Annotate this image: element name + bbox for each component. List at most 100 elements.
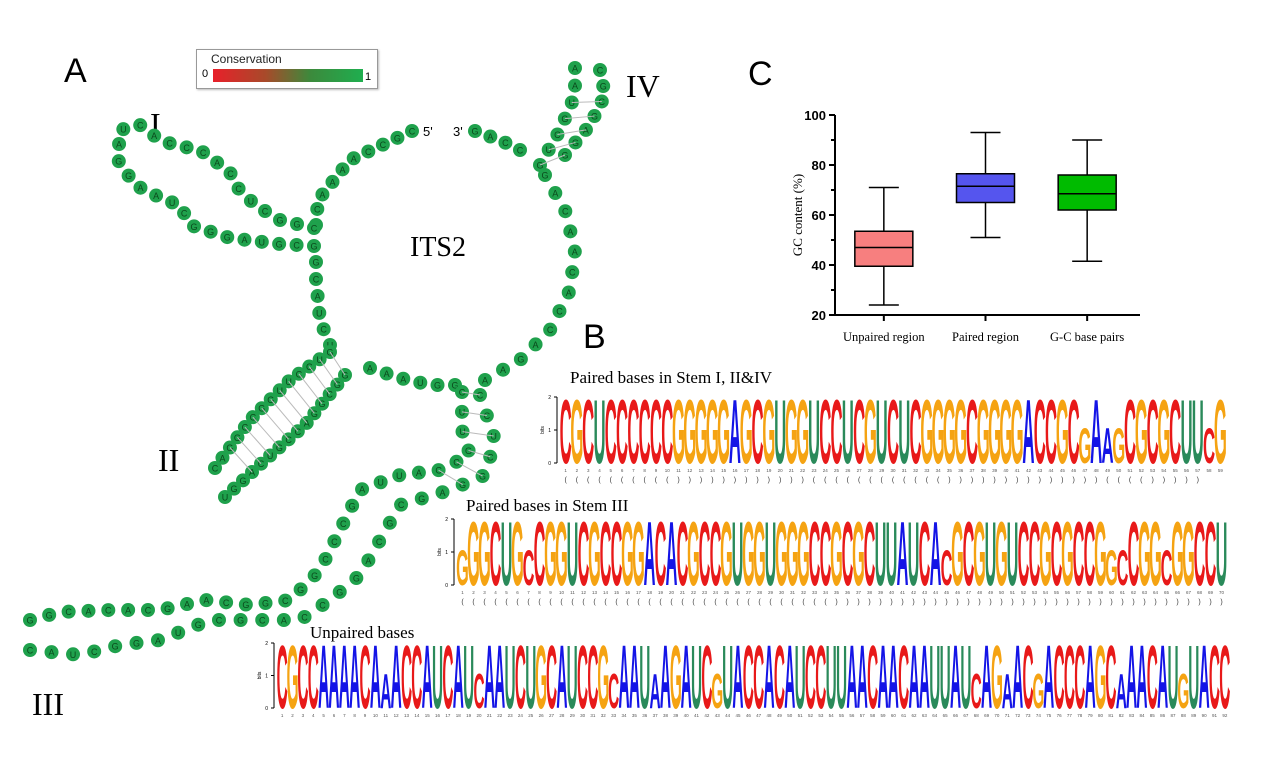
logo-letter: C: [360, 627, 371, 727]
logo-bracket: (: [670, 599, 673, 606]
nucleotide-circle: [307, 568, 322, 583]
logo-position: 51: [1010, 590, 1016, 595]
logo-letter: U: [765, 503, 777, 605]
logo-letter: C: [546, 627, 557, 727]
logo-letter: G: [785, 381, 798, 483]
logo-letter: C: [699, 503, 711, 605]
logo-position: 86: [1160, 713, 1166, 718]
nucleotide-letter: G: [349, 501, 356, 511]
logo-bracket: (: [593, 599, 596, 606]
nucleotide-letter: A: [487, 132, 493, 142]
nucleotide: C: [361, 144, 376, 159]
logo-position: 18: [755, 468, 761, 473]
logo-position: 13: [404, 713, 410, 718]
logo-letter: G: [717, 381, 730, 483]
logo-position: 28: [757, 590, 763, 595]
nucleotide-letter: C: [166, 139, 173, 149]
nucleotide-letter: A: [49, 648, 55, 658]
logo-position: 21: [487, 713, 493, 718]
logo-letter: C: [864, 503, 876, 605]
logo-letter: C: [1064, 627, 1075, 727]
logo-bracket: ): [868, 599, 870, 606]
nucleotide: G: [307, 239, 321, 253]
nucleotide: C: [140, 603, 155, 617]
nucleotide-circle: [318, 552, 333, 567]
logo-position: 27: [746, 590, 752, 595]
logo-position: 34: [823, 590, 829, 595]
logo-letter: U: [1180, 381, 1192, 483]
logo-bracket: ): [1005, 477, 1007, 484]
nucleotide-letter: C: [569, 268, 576, 278]
nucleotide-letter: G: [541, 171, 548, 181]
logo-bracket: ): [1027, 477, 1029, 484]
nucleotide-letter: C: [599, 97, 606, 107]
logo-letter: U: [985, 503, 997, 605]
logo-bracket: ): [1050, 477, 1052, 484]
logo-letter: C: [1068, 381, 1080, 483]
nucleotide-letter: G: [133, 638, 140, 648]
logo-letter: U: [886, 503, 898, 605]
nucleotide: A: [346, 151, 361, 166]
logo-position: 54: [1161, 468, 1167, 473]
logo-letter: C: [1147, 381, 1159, 483]
nucleotide-circle: [243, 193, 258, 208]
logo-letter: C: [963, 503, 975, 605]
nucleotide-letter: G: [230, 484, 237, 494]
logo-position: 31: [902, 468, 908, 473]
nucleotide-letter: G: [471, 127, 478, 137]
nucleotide-circle: [405, 124, 419, 138]
nucleotide: G: [111, 154, 126, 169]
logo-letter: C: [297, 627, 308, 727]
logo-position: 28: [559, 713, 565, 718]
logo-position: 37: [856, 590, 862, 595]
stem-label-iii: III: [32, 686, 64, 722]
logo-position: 56: [849, 713, 855, 718]
nucleotide-letter: G: [239, 476, 246, 486]
nucleotide-letter: G: [112, 642, 119, 652]
logo-letter: C: [277, 627, 288, 727]
logo-position: 74: [1036, 713, 1042, 718]
logo-letter: U: [691, 627, 702, 727]
logo-letter: C: [1029, 503, 1041, 605]
logo-position: 16: [435, 713, 441, 718]
logo-bracket: ): [1198, 599, 1200, 606]
logo-position: 25: [834, 468, 840, 473]
logo-position: 5: [322, 713, 325, 718]
logo-position: 36: [845, 590, 851, 595]
nucleotide-circle: [233, 613, 248, 627]
nucleotide-letter: A: [384, 369, 390, 379]
nucleotide-circle: [121, 168, 136, 183]
logo-position: 30: [779, 590, 785, 595]
logo-position: 55: [1054, 590, 1060, 595]
nucleotide-letter: C: [227, 169, 234, 179]
nucleotide-circle: [293, 582, 308, 597]
logo-letter: A: [909, 627, 920, 727]
nucleotide-letter: G: [517, 355, 524, 365]
nucleotide-circle: [218, 490, 232, 504]
logo-bracket: (: [1140, 477, 1143, 484]
nucleotide-letter: A: [137, 183, 143, 193]
logo-position: 3: [483, 590, 486, 595]
legend-min: 0: [202, 68, 209, 80]
logo-bracket: ): [1077, 599, 1079, 606]
nucleotide-letter: G: [242, 600, 249, 610]
logo-bracket: ): [1151, 477, 1153, 484]
logo-bracket: (: [598, 477, 601, 484]
logo-letter: U: [1167, 627, 1178, 727]
nucleotide: C: [23, 643, 37, 657]
logo-position: 92: [1222, 713, 1228, 718]
logo-letter: A: [857, 627, 868, 727]
nucleotide: G: [293, 582, 308, 597]
logo-bracket: ): [756, 477, 758, 484]
nucleotide-circle: [133, 180, 148, 195]
logo-letter: C: [774, 627, 785, 727]
logo-letter: A: [877, 627, 888, 727]
logo-position: 45: [944, 590, 950, 595]
logo-letter: C: [910, 381, 922, 483]
nucleotide-circle: [596, 79, 611, 94]
nucleotide-letter: C: [200, 148, 207, 158]
nucleotide: C: [61, 604, 76, 619]
logo-letter: A: [1126, 627, 1137, 727]
nucleotide-circle: [215, 450, 230, 465]
logo-position: 12: [581, 590, 587, 595]
